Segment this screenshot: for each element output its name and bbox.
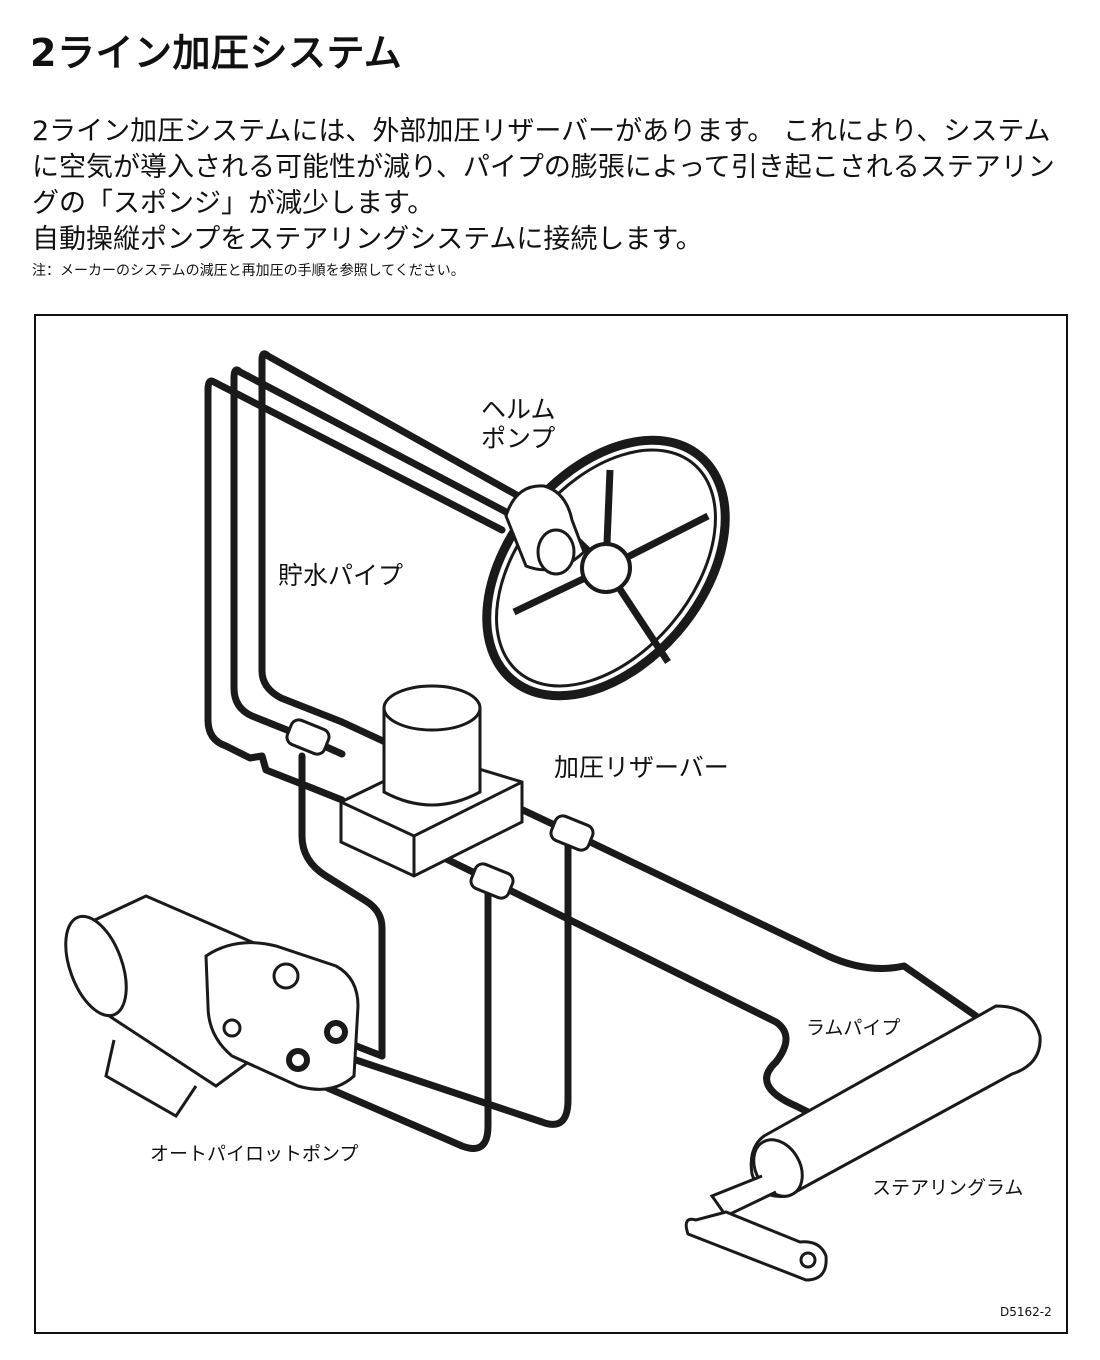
steering-ram (684, 1004, 1042, 1282)
reservoir-pipe-line-1 (258, 350, 526, 758)
ram-pipe-label: ラムパイプ (806, 1017, 901, 1039)
helm-wheel (482, 435, 730, 701)
pressurized-reservoir-label: 加圧リザーバー (554, 753, 729, 782)
intro-paragraph-1: 2ライン加圧システムには、外部加圧リザーバーがあります。 これにより、システムに… (32, 116, 1055, 219)
reservoir-pipe-label: 貯水パイプ (278, 561, 404, 590)
helm-pump-label: ヘルム ポンプ (481, 395, 556, 453)
reservoir-pipe-line-2 (230, 366, 514, 758)
diagram-drawing (64, 350, 1042, 1282)
intro-paragraph-2: 自動操縦ポンプをステアリングシステムに接続します。 (32, 224, 703, 255)
ram-drop-line-2 (296, 880, 492, 1152)
page-title: 2ライン加圧システム (30, 31, 403, 75)
ram-drop-line-1 (328, 832, 572, 1128)
system-diagram: ヘルム ポンプ 貯水パイプ 加圧リザーバー ラムパイプ オートパイロットポンプ … (34, 314, 1068, 1334)
pressurized-reservoir (339, 684, 524, 878)
steering-ram-label: ステアリングラム (872, 1177, 1024, 1199)
figure-code: D5162-2 (1000, 1305, 1052, 1319)
autopilot-pump-label: オートパイロットポンプ (150, 1143, 359, 1165)
ram-pipe-line-2 (424, 846, 840, 1130)
ram-pipe-line-1 (502, 798, 980, 1020)
tee-fitting-3 (469, 862, 515, 900)
reservoir-pipe-line-3 (204, 377, 506, 804)
autopilot-pump (64, 894, 360, 1118)
intro-text: 2ライン加圧システムには、外部加圧リザーバーがあります。 これにより、システムに… (32, 114, 1072, 282)
autopilot-line-1 (298, 752, 386, 1060)
tee-fitting-2 (549, 814, 595, 852)
tee-fitting-1 (285, 718, 331, 756)
note-text: 注：メーカーのシステムの減圧と再加圧の手順を参照してください。 (32, 263, 465, 279)
